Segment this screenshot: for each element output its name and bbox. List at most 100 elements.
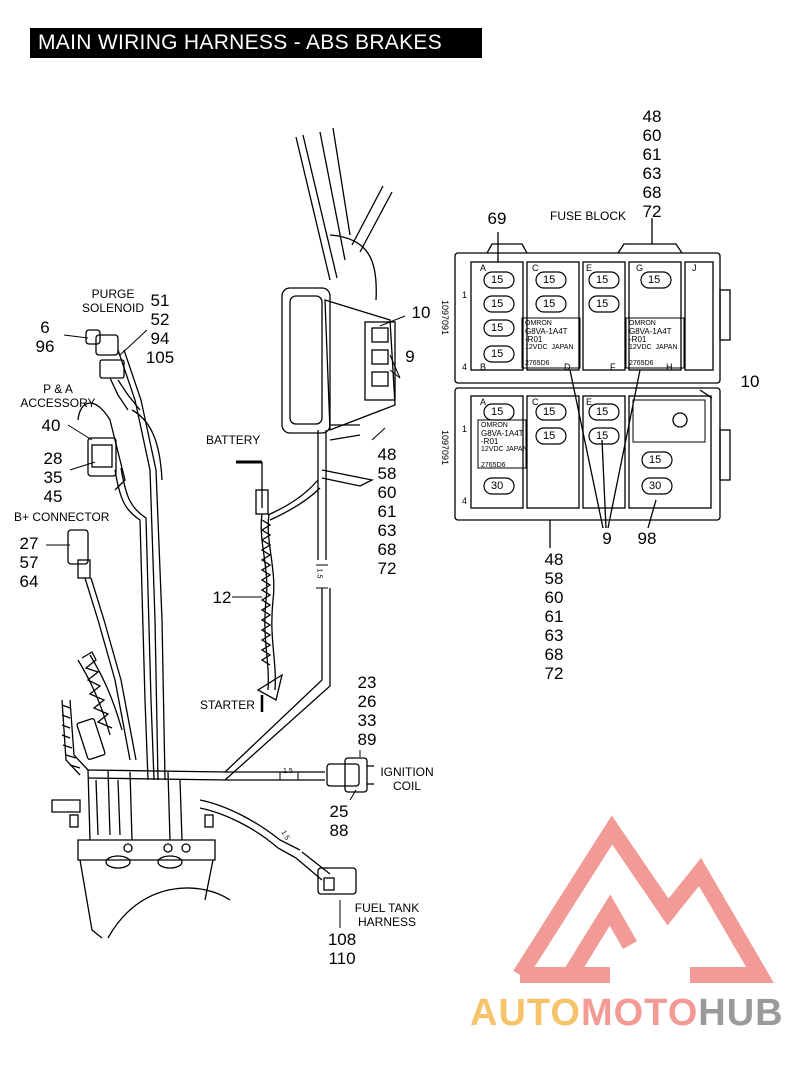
watermark-hub: HUB [698, 992, 784, 1034]
fuse-value: 15 [543, 298, 556, 310]
fuse-value: 15 [596, 406, 609, 418]
column-letter: D [564, 362, 571, 372]
relay-origin: JAPAN [551, 344, 574, 351]
battery-label: BATTERY [206, 433, 261, 447]
column-letter: H [666, 362, 673, 372]
fuse-value: 15 [648, 274, 661, 286]
left-branches [61, 329, 166, 781]
relay-rating: 12VDC [481, 446, 504, 453]
relay-rating: 12VDC [629, 344, 652, 351]
fuse-value: 15 [491, 322, 504, 334]
fuse-ovals [483, 271, 673, 495]
fuse-value: 30 [649, 480, 662, 492]
fuse-value: 30 [491, 480, 504, 492]
frame [69, 814, 231, 939]
column-letter: A [480, 263, 487, 273]
callout-9-bottom: 9 [602, 529, 612, 548]
relay-model: G8VA-1A4T [525, 327, 568, 336]
relay-model-suffix: -R01 [481, 437, 499, 446]
main-trunk [281, 127, 396, 512]
fuse-value: 15 [491, 298, 504, 310]
relay-code: 2765D6 [629, 360, 654, 367]
relay-model-suffix: -R01 [525, 335, 543, 344]
fuse-value: 15 [596, 298, 609, 310]
wire-mark: 1.5 [315, 568, 323, 579]
fuse-value: 15 [491, 274, 504, 286]
column-letter: A [480, 397, 487, 407]
relay-code: 2765D6 [481, 462, 506, 469]
relay-label-left: OMRON G8VA-1A4T -R01 12VDC JAPAN 2765D6 [525, 320, 581, 368]
relay-brand: OMRON [525, 320, 552, 327]
column-letter: C [532, 397, 539, 407]
ignition-coil-label: IGNITION COIL [380, 765, 434, 793]
column-letter: E [586, 263, 593, 273]
harness-bundle [51, 512, 374, 895]
column-letter: F [610, 362, 616, 372]
starter-label: STARTER [200, 698, 255, 712]
callout-12: 12 [212, 588, 232, 607]
callout-10-right: 10 [740, 372, 760, 391]
wire-mark: 1.5 [283, 768, 293, 775]
fuel-tank-harness-label: FUEL TANK HARNESS [354, 901, 420, 929]
callout-40: 40 [41, 416, 61, 435]
relay-origin: JAPAN [505, 446, 528, 453]
fuse-value: 15 [543, 274, 556, 286]
column-letter: B [480, 362, 487, 372]
relay-rating: 12VDC [525, 344, 548, 351]
row-number: 4 [462, 496, 468, 506]
fuse-block-drawing [454, 218, 731, 548]
relay-label-lower: OMRON G8VA-1A4T -R01 12VDC JAPAN 2765D6 [481, 422, 529, 470]
fuse-value: 15 [596, 274, 609, 286]
watermark-logo [513, 815, 774, 983]
watermark-moto: MOTO [580, 992, 699, 1034]
callout-10-top: 10 [411, 303, 431, 322]
row-number: 1 [462, 290, 468, 300]
watermark-auto: AUTO [470, 992, 581, 1034]
column-letter: C [532, 263, 539, 273]
row-number: 4 [462, 362, 468, 372]
relay-model-suffix: -R01 [629, 335, 647, 344]
callout-69: 69 [487, 209, 507, 228]
column-letter: J [692, 263, 697, 273]
fuse-value: 15 [596, 430, 609, 442]
relay-model: G8VA-1A4T [629, 327, 672, 336]
callout-98: 98 [637, 529, 657, 548]
callout-9-top: 9 [405, 347, 415, 366]
relay-origin: JAPAN [655, 344, 678, 351]
fuse-value: 15 [543, 430, 556, 442]
fuse-value: 15 [491, 348, 504, 360]
relay-label-right: OMRON G8VA-1A4T -R01 12VDC JAPAN 2765D6 [629, 320, 685, 368]
watermark-text: AUTOMOTOHUB [470, 992, 784, 1035]
fuse-value: 15 [649, 454, 662, 466]
relay-brand: OMRON [481, 422, 508, 429]
row-number: 1 [462, 424, 468, 434]
fuse-value: 15 [543, 406, 556, 418]
fuse-block-label: FUSE BLOCK [550, 209, 627, 223]
fuse-value: 15 [491, 406, 504, 418]
purge-solenoid-label: PURGE SOLENOID [81, 287, 144, 315]
page-title: MAIN WIRING HARNESS - ABS BRAKES [30, 28, 482, 58]
battery-cable [236, 460, 321, 712]
leader-lines [46, 315, 406, 928]
relay-model: G8VA-1A4T [481, 429, 524, 438]
b-connector-label: B+ CONNECTOR [14, 510, 110, 524]
pa-accessory-label: P & A ACCESSORY [20, 382, 96, 410]
column-letter: G [636, 263, 644, 273]
column-letter: E [586, 397, 593, 407]
relay-code: 2765D6 [525, 360, 550, 367]
relay-brand: OMRON [629, 320, 656, 327]
fuse-block-code-top: 1097091 [440, 300, 450, 336]
fuse-block-code-bottom: 1097091 [440, 430, 450, 466]
wire-marks [279, 564, 328, 780]
